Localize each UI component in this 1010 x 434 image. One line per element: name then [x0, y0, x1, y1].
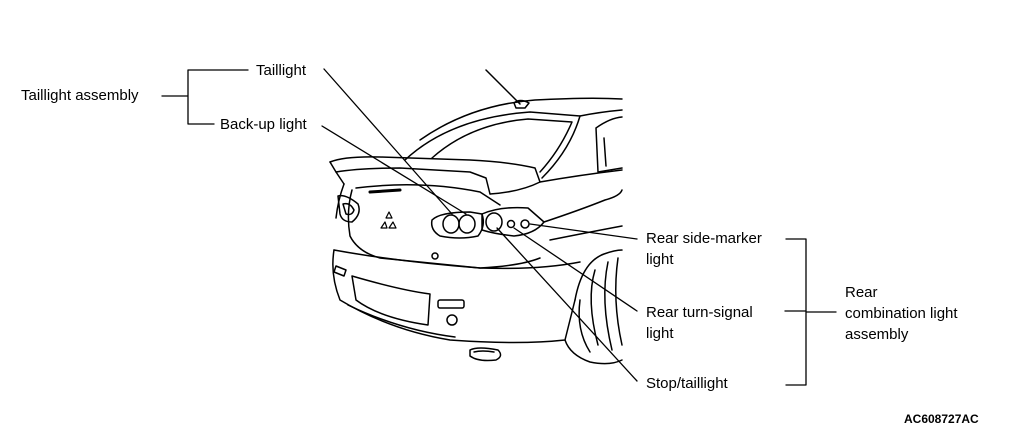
right-reflector — [437, 299, 465, 309]
spoiler-left-end — [335, 171, 345, 185]
exhaust-inner — [473, 350, 495, 353]
stop-taillight-lens — [485, 212, 503, 232]
leader-taillight — [323, 68, 453, 215]
label-rear-combination-assembly: Rear combination light assembly — [845, 282, 958, 345]
quarter-panel — [543, 189, 623, 223]
leader-lines — [161, 68, 837, 386]
bumper-lower — [347, 304, 456, 338]
bumper-body — [332, 249, 576, 344]
left-light-lens — [342, 202, 355, 216]
label-rear-combination-line3: assembly — [845, 326, 909, 343]
left-reflector — [333, 265, 347, 277]
label-taillight-assembly: Taillight assembly — [21, 87, 139, 104]
bumper-top — [333, 249, 581, 270]
leader-backup-light — [321, 125, 467, 215]
taillight-assembly-housing — [430, 211, 485, 239]
exhaust-pipe — [469, 347, 502, 362]
trunk-key-hole — [431, 252, 439, 260]
antenna — [485, 69, 521, 105]
side-window — [595, 116, 623, 173]
label-stop-taillight: Stop/taillight — [646, 375, 728, 392]
body-side-line — [539, 169, 623, 183]
roof-line — [419, 97, 623, 141]
rear-window-outer — [404, 111, 581, 179]
rear-window-inner — [431, 118, 573, 173]
emblem-bar — [368, 188, 402, 194]
tire — [564, 339, 623, 365]
label-rear-turn-signal-line1: Rear turn-signal — [646, 304, 753, 321]
left-light-housing — [337, 194, 360, 223]
spoiler-bottom — [329, 161, 491, 195]
leader-stop-taillight — [496, 227, 638, 382]
label-taillight: Taillight — [256, 62, 307, 79]
figure-code: AC608727AC — [904, 412, 979, 426]
label-rear-turn-signal-line2: light — [646, 325, 674, 342]
label-rear-side-marker-line1: Rear side-marker — [646, 230, 762, 247]
bracket-taillight-assembly — [161, 69, 249, 125]
label-rear-side-marker-line2: light — [646, 251, 674, 268]
trunk-lid-edge — [347, 189, 541, 269]
label-backup-light: Back-up light — [220, 116, 307, 133]
backup-light-lens — [458, 214, 476, 234]
c-pillar — [579, 109, 623, 117]
spoiler-top — [329, 156, 541, 195]
rear-combination-housing — [481, 206, 545, 237]
leader-side-marker — [529, 223, 638, 240]
leader-turn-signal — [513, 227, 638, 312]
bracket-rear-combination — [784, 238, 837, 386]
side-window-frame — [603, 137, 607, 167]
turn-signal-lens — [506, 219, 516, 229]
tire-tread — [604, 257, 623, 351]
emblem — [380, 211, 397, 229]
label-rear-side-marker: Rear side-marker light — [646, 228, 762, 270]
taillight-lens — [442, 214, 460, 234]
label-rear-combination-line2: combination light — [845, 305, 958, 322]
label-rear-combination-line1: Rear — [845, 284, 878, 301]
bumper-sensor — [446, 314, 458, 326]
label-rear-turn-signal: Rear turn-signal light — [646, 302, 753, 344]
license-plate-recess — [351, 275, 431, 326]
wheel-arch — [574, 249, 623, 301]
side-marker-lens — [520, 219, 530, 229]
